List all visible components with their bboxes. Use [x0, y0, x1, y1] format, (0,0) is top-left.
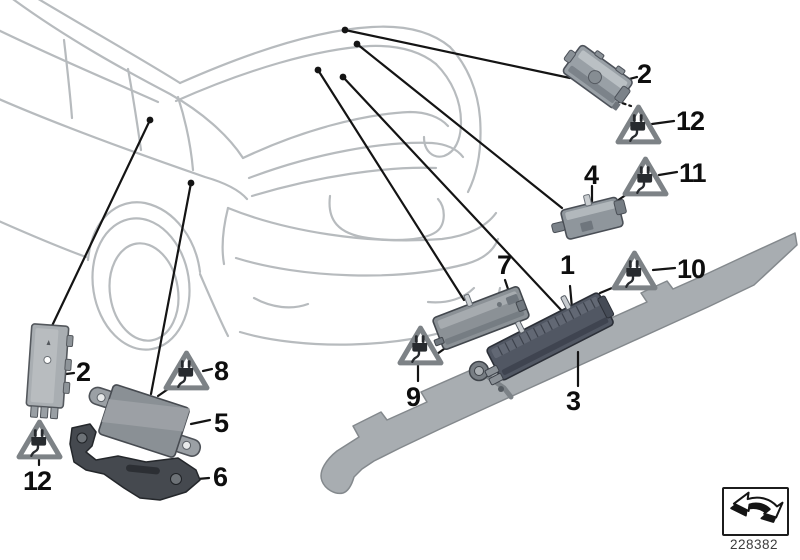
diagram-number: 228382 [729, 537, 779, 552]
plug-warning-triangle-icon-11 [625, 159, 666, 194]
part-4-interference-suppression-filter[interactable] [546, 186, 629, 242]
callout-label-9[interactable]: 9 [406, 382, 421, 412]
plug-warning-triangle-icon-10 [614, 253, 655, 288]
callout-label-1[interactable]: 1 [560, 250, 575, 280]
plug-warning-triangle-icon-8 [166, 353, 207, 388]
plug-warning-triangle-icon-12-side [19, 422, 60, 457]
callout-label-10[interactable]: 10 [677, 254, 706, 284]
part-2-antenna-amplifier-side[interactable] [25, 323, 74, 420]
car-body-outline [0, 0, 502, 351]
part-3-tailgate-trim-antenna[interactable] [320, 232, 798, 495]
callout-lines [49, 28, 572, 396]
part-7-antenna-amplifier[interactable] [423, 276, 530, 352]
part-2-antenna-amplifier-roof[interactable] [557, 37, 638, 111]
part-6-bracket[interactable] [69, 423, 201, 501]
callout-label-3[interactable]: 3 [566, 386, 581, 416]
callout-label-12-side[interactable]: 12 [23, 466, 52, 496]
callout-label-2-roof[interactable]: 2 [637, 59, 652, 89]
part-1-antenna-amplifier[interactable] [471, 279, 618, 386]
callout-label-2-side[interactable]: 2 [76, 357, 91, 387]
callout-label-7[interactable]: 7 [497, 250, 512, 280]
callout-label-8[interactable]: 8 [214, 356, 229, 386]
page-reference-box [722, 487, 789, 536]
callout-label-12-roof[interactable]: 12 [676, 106, 705, 136]
callout-origin-dots [146, 26, 361, 187]
part-5-diversity-module[interactable] [79, 378, 211, 465]
callout-label-5[interactable]: 5 [214, 408, 229, 438]
page-flip-arrow-icon [730, 491, 784, 523]
callout-label-6[interactable]: 6 [213, 462, 228, 492]
callout-label-4[interactable]: 4 [584, 160, 599, 190]
callout-label-11[interactable]: 11 [679, 158, 707, 188]
